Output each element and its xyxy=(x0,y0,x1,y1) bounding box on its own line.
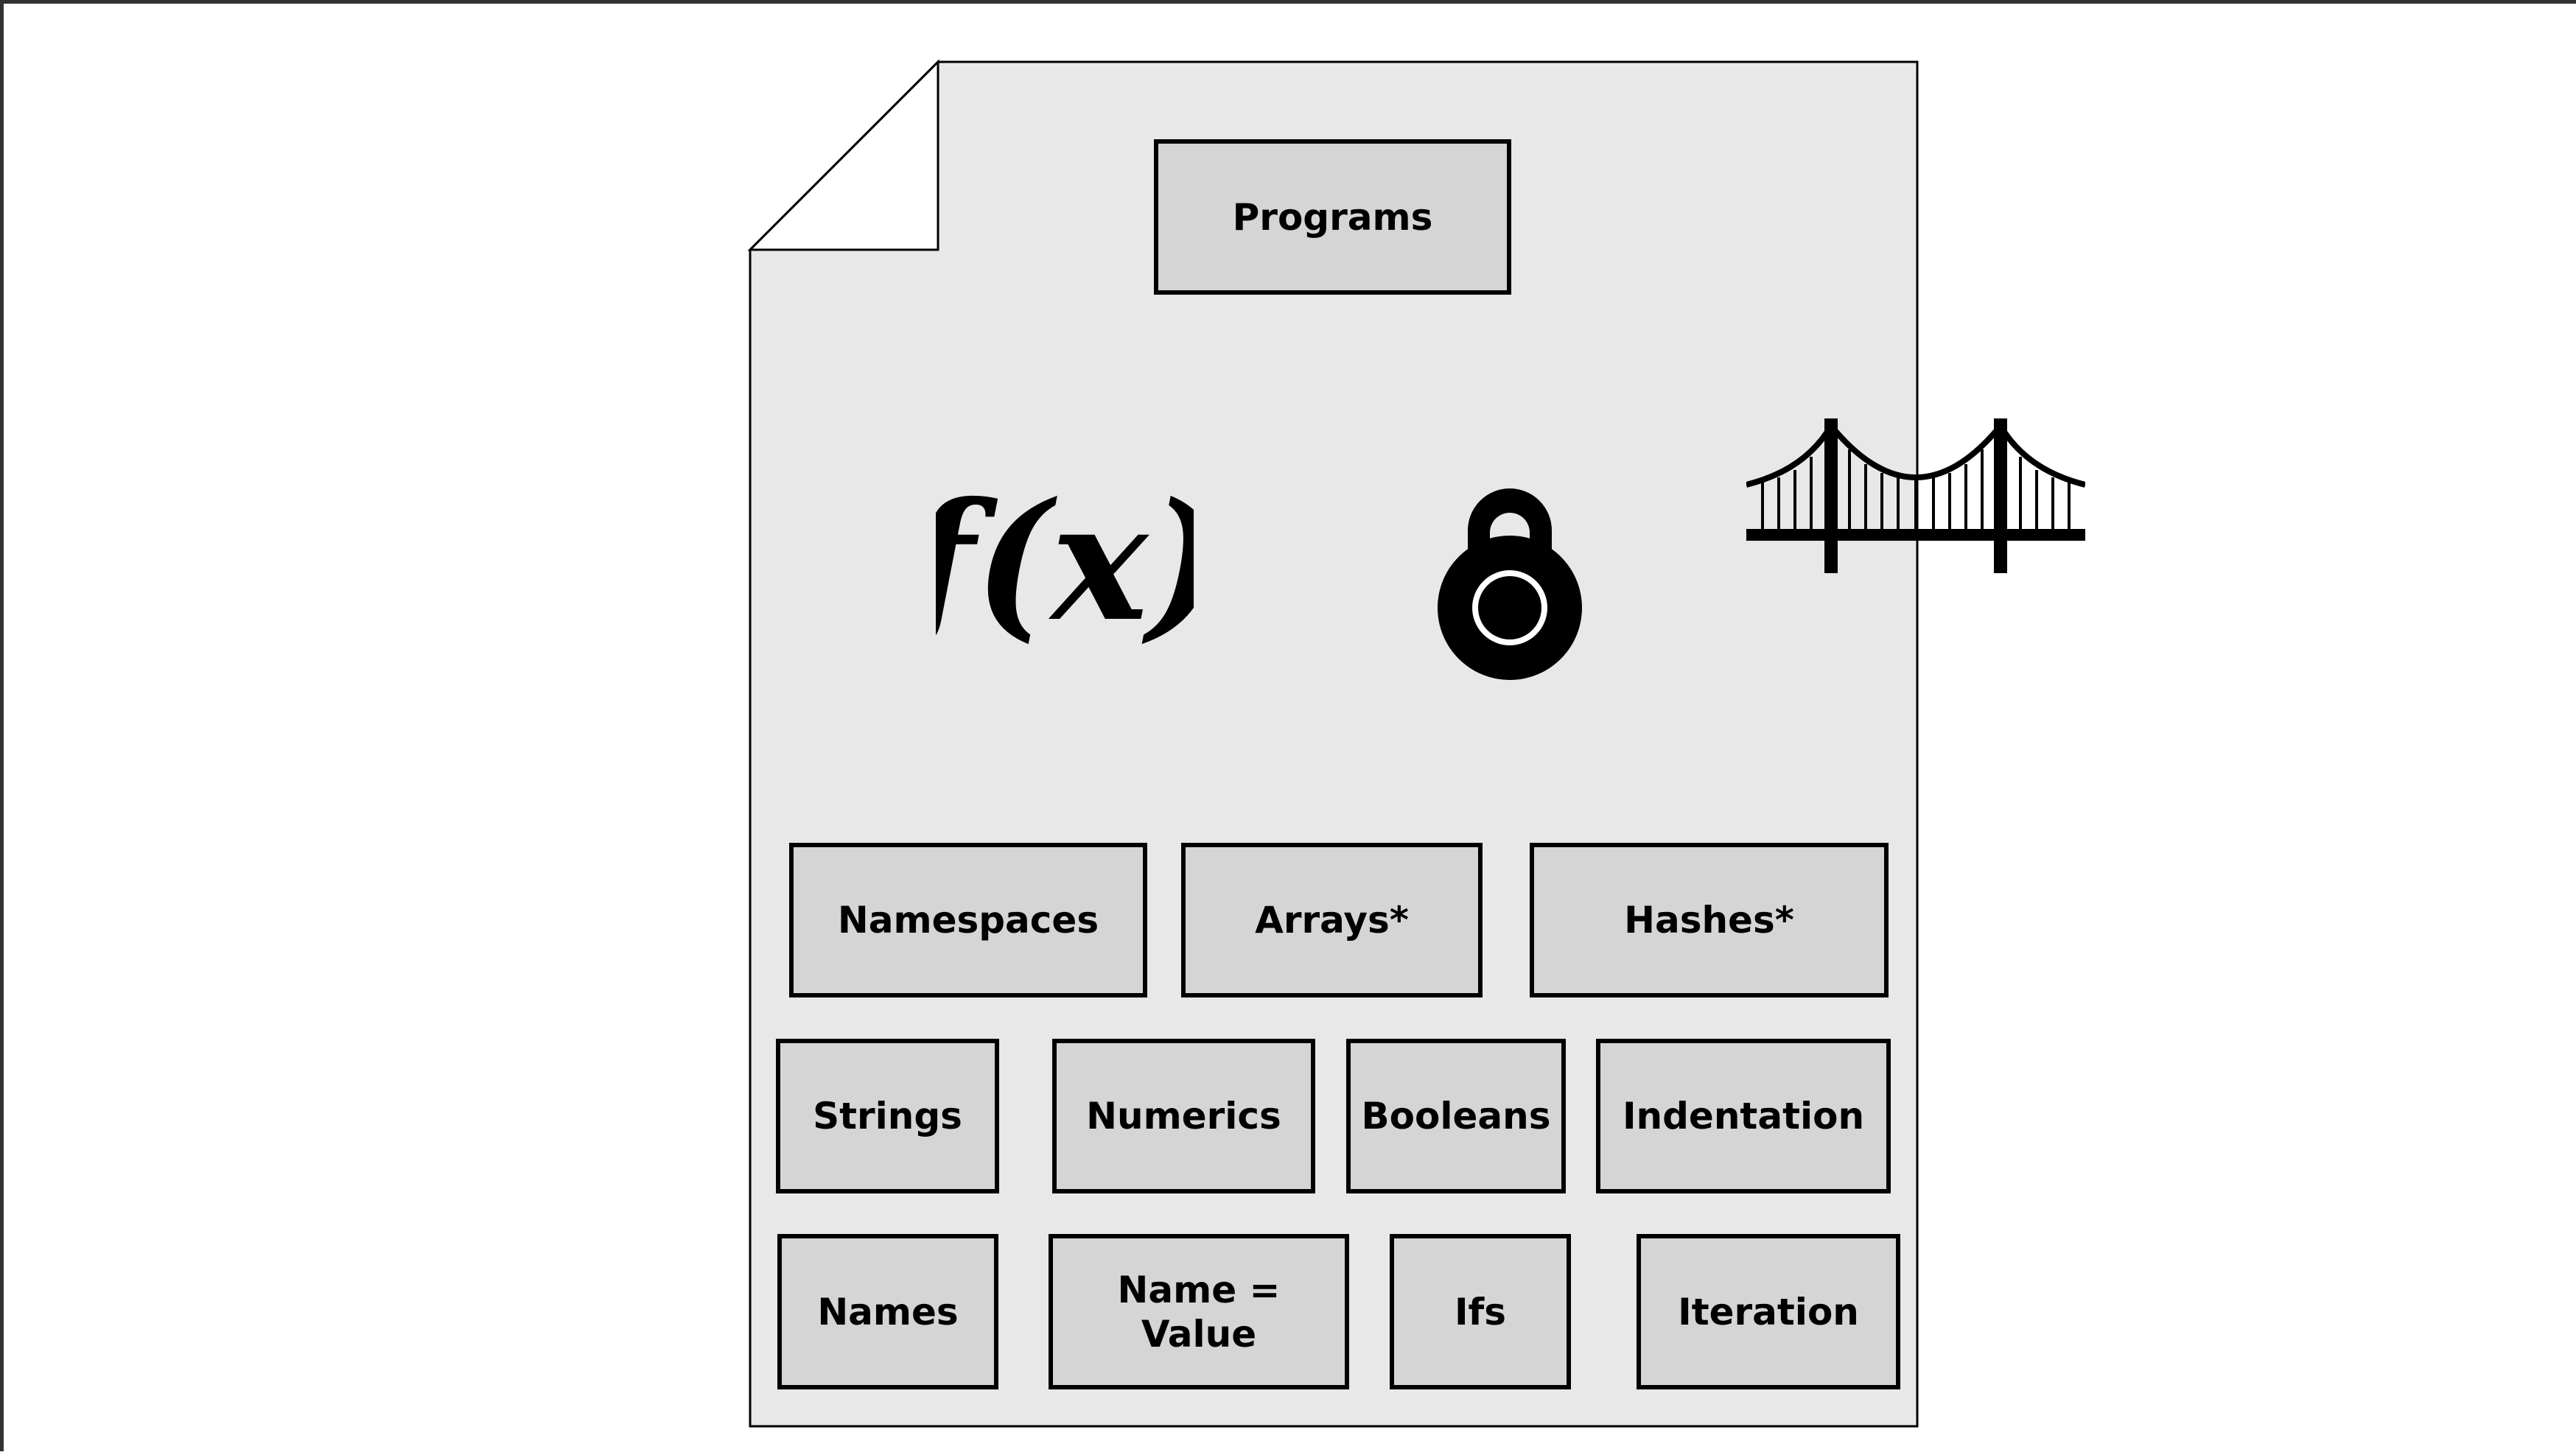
name-value-box: Name = Value xyxy=(1049,1234,1349,1389)
programs-box: Programs xyxy=(1154,139,1511,295)
ifs-box: Ifs xyxy=(1390,1234,1571,1389)
arrays-box: Arrays* xyxy=(1181,843,1483,998)
booleans-box: Booleans xyxy=(1346,1039,1566,1193)
namespaces-box: Namespaces xyxy=(789,843,1147,998)
page-fold xyxy=(747,59,939,251)
iteration-box: Iteration xyxy=(1637,1234,1900,1389)
function-glyph: f(x) xyxy=(936,466,1194,657)
indentation-box: Indentation xyxy=(1596,1039,1891,1193)
function-icon: f(x) xyxy=(936,466,1194,657)
numerics-box: Numerics xyxy=(1052,1039,1315,1193)
lock-icon xyxy=(1438,488,1582,680)
names-box: Names xyxy=(777,1234,998,1389)
bridge-icon xyxy=(1746,418,2085,573)
strings-box: Strings xyxy=(776,1039,999,1193)
hashes-box: Hashes* xyxy=(1530,843,1889,998)
